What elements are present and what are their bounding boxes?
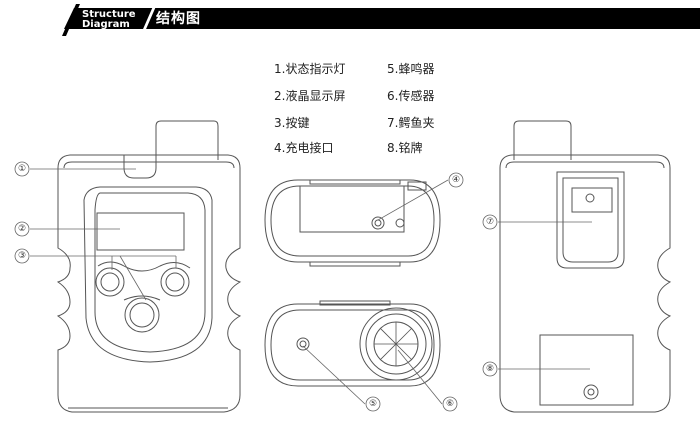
left-button-inner bbox=[100, 272, 120, 292]
center-button-inner bbox=[129, 302, 155, 328]
front-inner-top bbox=[63, 161, 235, 169]
status-light-tab bbox=[123, 155, 157, 179]
legend-item-2: 2.液晶显示屏 bbox=[274, 89, 346, 103]
back-body-outline bbox=[499, 154, 672, 413]
callout-2: ② bbox=[17, 224, 27, 234]
callout-6: ⑥ bbox=[445, 399, 455, 409]
top-view-ridge bbox=[309, 179, 401, 185]
back-view bbox=[499, 120, 672, 413]
header-slash-decoration bbox=[0, 4, 157, 36]
back-inner-top bbox=[505, 161, 665, 169]
bottom-view-ridge bbox=[319, 300, 391, 306]
header-bar: Structure Diagram 结构图 bbox=[0, 0, 700, 36]
callout-markers bbox=[14, 161, 498, 412]
buzzer-hole bbox=[296, 337, 310, 351]
legend-item-6: 6.传感器 bbox=[387, 89, 435, 103]
right-button-inner bbox=[165, 272, 185, 292]
sensor-spokes bbox=[374, 322, 418, 366]
legend-item-4: 4.充电接口 bbox=[274, 141, 334, 155]
belt-clip-inner bbox=[562, 177, 619, 263]
charging-port bbox=[371, 216, 385, 230]
back-top-block bbox=[513, 120, 572, 160]
nameplate-screw bbox=[583, 384, 599, 400]
bottom-view-outline bbox=[264, 303, 441, 387]
front-view bbox=[56, 120, 242, 413]
legend-item-7: 7.鳄鱼夹 bbox=[387, 116, 435, 130]
header-title-en-line1: Structure bbox=[82, 9, 136, 20]
front-faceplate-inner bbox=[83, 186, 213, 363]
bottom-view-inner bbox=[270, 309, 435, 381]
sensor-mid-ring bbox=[365, 313, 427, 375]
top-view-screw bbox=[395, 218, 405, 228]
center-button-outer bbox=[124, 297, 160, 333]
legend-item-5: 5.蜂鸣器 bbox=[387, 62, 435, 76]
left-button-outer bbox=[95, 267, 125, 297]
callout-4: ④ bbox=[451, 175, 461, 185]
callout-8: ⑧ bbox=[485, 364, 495, 374]
header-title-en: Structure Diagram bbox=[82, 10, 136, 30]
top-view-inner bbox=[270, 185, 435, 257]
header-title-cn: 结构图 bbox=[156, 11, 201, 27]
callout-7: ⑦ bbox=[485, 217, 495, 227]
front-body-outline bbox=[56, 154, 242, 413]
top-view-outline bbox=[264, 179, 441, 263]
top-view bbox=[264, 179, 441, 267]
callout-5: ⑤ bbox=[368, 399, 378, 409]
button-panel-curve bbox=[97, 261, 191, 272]
legend-item-1: 1.状态指示灯 bbox=[274, 62, 346, 76]
top-view-window bbox=[299, 185, 405, 233]
buzzer-hole-inner bbox=[299, 340, 307, 348]
belt-clip-rivet bbox=[585, 193, 595, 203]
header-title-en-line2: Diagram bbox=[82, 19, 130, 30]
belt-clip-outer bbox=[556, 171, 625, 269]
top-view-ridge-bottom bbox=[309, 261, 401, 267]
button-panel-curve-lower bbox=[123, 295, 161, 301]
front-top-block bbox=[155, 120, 219, 160]
top-view-clip-tab bbox=[407, 181, 427, 191]
callout-lines bbox=[30, 168, 592, 405]
belt-clip-top-plate bbox=[571, 187, 613, 213]
bottom-view bbox=[264, 300, 441, 387]
nameplate bbox=[539, 334, 634, 406]
callout-1: ① bbox=[17, 164, 27, 174]
legend-item-8: 8.铭牌 bbox=[387, 141, 423, 155]
front-faceplate bbox=[94, 192, 206, 353]
callout-3: ③ bbox=[17, 251, 27, 261]
header-background bbox=[0, 8, 700, 29]
legend-item-3: 3.按键 bbox=[274, 116, 310, 130]
right-button-outer bbox=[160, 267, 190, 297]
sensor-outer-ring bbox=[359, 307, 433, 381]
nameplate-screw-inner bbox=[587, 388, 595, 396]
lcd-display bbox=[96, 212, 185, 251]
charging-port-inner bbox=[374, 219, 382, 227]
